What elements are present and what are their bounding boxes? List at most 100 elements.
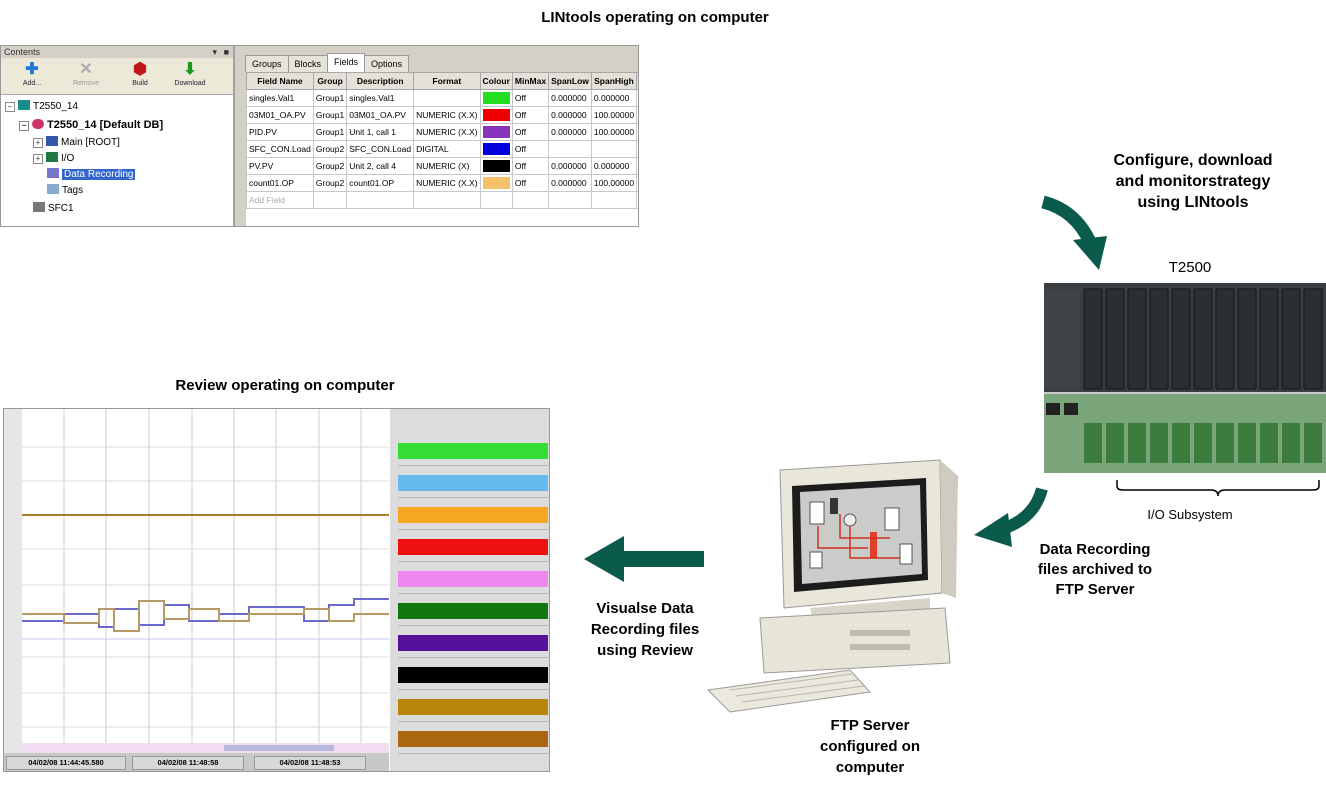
table-cell-zonelow[interactable] bbox=[636, 191, 638, 209]
table-cell-name[interactable]: PV.PV bbox=[246, 157, 314, 175]
colour-swatch[interactable] bbox=[482, 126, 510, 138]
build-button[interactable]: ⬢ Build bbox=[117, 60, 163, 92]
table-cell-colour[interactable] bbox=[479, 174, 513, 192]
table-cell-zonelow[interactable]: 0.000000 bbox=[636, 89, 638, 107]
table-cell-name[interactable]: count01.OP bbox=[246, 174, 314, 192]
column-header[interactable]: SpanHigh bbox=[590, 72, 638, 90]
table-cell-zonelow[interactable]: 0.000000 bbox=[636, 140, 638, 158]
colour-swatch[interactable] bbox=[482, 177, 510, 189]
column-header[interactable]: Description bbox=[346, 72, 415, 90]
column-header[interactable]: ZoneLow bbox=[636, 72, 638, 90]
table-row[interactable]: Add Field bbox=[246, 191, 638, 209]
table-cell-group[interactable]: Group2 bbox=[312, 174, 348, 192]
table-cell-format[interactable]: NUMERIC (X.X) bbox=[413, 174, 481, 192]
table-cell-group[interactable] bbox=[312, 191, 348, 209]
table-cell-group[interactable]: Group2 bbox=[312, 157, 348, 175]
expand-icon[interactable]: + bbox=[33, 154, 43, 164]
table-cell-format[interactable]: NUMERIC (X) bbox=[413, 157, 481, 175]
colour-swatch[interactable] bbox=[482, 109, 510, 121]
table-cell-colour[interactable] bbox=[479, 123, 513, 141]
tree-item-main[interactable]: +Main [ROOT] bbox=[33, 136, 120, 150]
tab-options[interactable]: Options bbox=[364, 55, 410, 72]
table-cell-desc[interactable]: Unit 2, call 4 bbox=[346, 157, 415, 175]
timeline-scrollbar[interactable] bbox=[224, 745, 334, 751]
table-cell-colour[interactable] bbox=[479, 191, 513, 209]
table-cell-minmax[interactable]: Off bbox=[511, 174, 550, 192]
table-cell-desc[interactable]: singles.Val1 bbox=[346, 89, 415, 107]
legend-swatch[interactable] bbox=[398, 539, 548, 555]
table-cell-name[interactable]: 03M01_OA.PV bbox=[246, 106, 314, 124]
table-cell-colour[interactable] bbox=[479, 140, 513, 158]
tree-item-data-recording[interactable]: Data Recording bbox=[47, 168, 136, 182]
column-header[interactable]: SpanLow bbox=[548, 72, 592, 90]
table-cell-spanlow[interactable] bbox=[548, 140, 592, 158]
table-cell-spanhigh[interactable] bbox=[590, 191, 638, 209]
collapse-icon[interactable]: − bbox=[5, 102, 15, 112]
table-cell-spanlow[interactable]: 0.000000 bbox=[548, 106, 592, 124]
table-cell-group[interactable]: Group1 bbox=[312, 89, 348, 107]
tree-item-sfc[interactable]: SFC1 bbox=[33, 202, 74, 216]
table-cell-name[interactable]: Add Field bbox=[246, 191, 314, 209]
table-cell-colour[interactable] bbox=[479, 157, 513, 175]
table-cell-spanlow[interactable] bbox=[548, 191, 592, 209]
tab-groups[interactable]: Groups bbox=[245, 55, 289, 72]
tab-fields[interactable]: Fields bbox=[327, 53, 366, 72]
tree-item-tags[interactable]: Tags bbox=[47, 184, 83, 198]
tree-item-database[interactable]: −T2550_14 [Default DB] bbox=[19, 118, 163, 132]
table-cell-group[interactable]: Group1 bbox=[312, 123, 348, 141]
remove-button[interactable]: ✕ Remove bbox=[63, 60, 109, 92]
legend-swatch[interactable] bbox=[398, 635, 548, 651]
table-cell-spanhigh[interactable]: 100.00000 bbox=[590, 174, 638, 192]
table-cell-colour[interactable] bbox=[479, 89, 513, 107]
table-cell-zonelow[interactable]: 0.000000 bbox=[636, 106, 638, 124]
table-cell-spanlow[interactable]: 0.000000 bbox=[548, 157, 592, 175]
table-cell-spanhigh[interactable]: 0.000000 bbox=[590, 89, 638, 107]
table-cell-spanhigh[interactable]: 0.000000 bbox=[590, 157, 638, 175]
table-cell-format[interactable] bbox=[413, 191, 481, 209]
table-cell-colour[interactable] bbox=[479, 106, 513, 124]
table-cell-name[interactable]: SFC_CON.Load bbox=[246, 140, 314, 158]
table-cell-minmax[interactable]: Off bbox=[511, 106, 550, 124]
table-cell-format[interactable]: NUMERIC (X.X) bbox=[413, 123, 481, 141]
table-cell-format[interactable]: DIGITAL bbox=[413, 140, 481, 158]
column-header[interactable]: MinMax bbox=[511, 72, 550, 90]
table-cell-spanlow[interactable]: 0.000000 bbox=[548, 89, 592, 107]
colour-swatch[interactable] bbox=[482, 160, 510, 172]
table-cell-group[interactable]: Group1 bbox=[312, 106, 348, 124]
legend-swatch[interactable] bbox=[398, 475, 548, 491]
table-cell-group[interactable]: Group2 bbox=[312, 140, 348, 158]
table-cell-format[interactable]: NUMERIC (X.X) bbox=[413, 106, 481, 124]
expand-icon[interactable]: + bbox=[33, 138, 43, 148]
tab-blocks[interactable]: Blocks bbox=[287, 55, 329, 72]
legend-swatch[interactable] bbox=[398, 507, 548, 523]
table-cell-name[interactable]: PID.PV bbox=[246, 123, 314, 141]
add-button[interactable]: ✚ Add... bbox=[9, 60, 55, 92]
colour-swatch[interactable] bbox=[482, 92, 510, 104]
table-cell-minmax[interactable]: Off bbox=[511, 123, 550, 141]
download-button[interactable]: ⬇ Download bbox=[167, 60, 213, 92]
column-header[interactable]: Group bbox=[312, 72, 348, 90]
table-cell-spanhigh[interactable] bbox=[590, 140, 638, 158]
collapse-icon[interactable]: − bbox=[19, 121, 29, 131]
table-cell-minmax[interactable]: Off bbox=[511, 157, 550, 175]
table-cell-minmax[interactable]: Off bbox=[511, 89, 550, 107]
legend-swatch[interactable] bbox=[398, 667, 548, 683]
table-cell-spanhigh[interactable]: 100.00000 bbox=[590, 106, 638, 124]
table-cell-spanhigh[interactable]: 100.00000 bbox=[590, 123, 638, 141]
table-cell-desc[interactable]: count01.OP bbox=[346, 174, 415, 192]
legend-swatch[interactable] bbox=[398, 443, 548, 459]
legend-swatch[interactable] bbox=[398, 571, 548, 587]
legend-swatch[interactable] bbox=[398, 603, 548, 619]
legend-swatch[interactable] bbox=[398, 699, 548, 715]
table-cell-desc[interactable]: 03M01_OA.PV bbox=[346, 106, 415, 124]
table-cell-zonelow[interactable]: 0.000000 bbox=[636, 157, 638, 175]
table-cell-zonelow[interactable]: 0.000000 bbox=[636, 123, 638, 141]
table-cell-desc[interactable]: Unit 1, call 1 bbox=[346, 123, 415, 141]
column-header[interactable]: Field Name bbox=[246, 72, 314, 90]
tree-item-project[interactable]: −T2550_14 bbox=[5, 100, 78, 114]
column-header[interactable]: Colour bbox=[479, 72, 513, 90]
